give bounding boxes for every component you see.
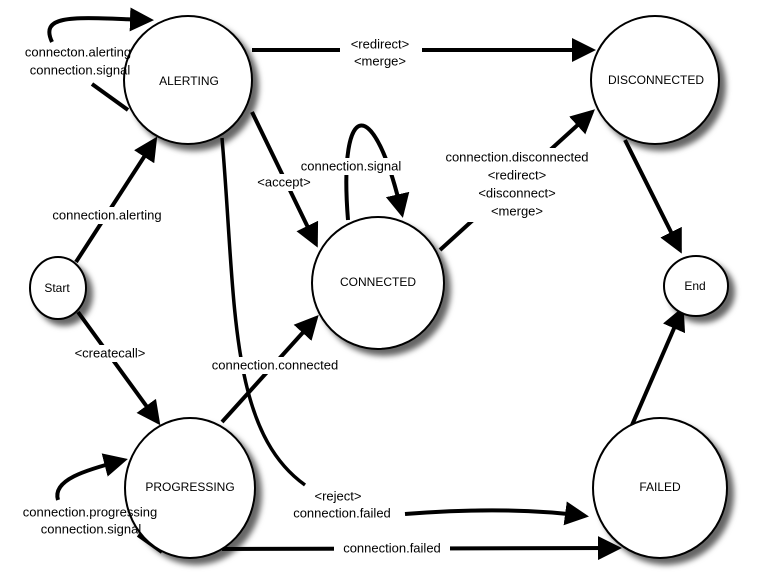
state-progressing[interactable]: PROGRESSING <box>124 417 256 559</box>
state-alerting[interactable]: ALERTING <box>123 15 253 145</box>
edge-alerting-failed <box>220 137 307 487</box>
state-label: PROGRESSING <box>145 480 234 494</box>
label-connected-disconnected-3: <disconnect> <box>478 185 555 200</box>
state-failed[interactable]: FAILED <box>592 417 728 559</box>
edge-alerting-failed-end <box>404 501 589 526</box>
state-label: CONNECTED <box>340 275 416 289</box>
label-connected-disconnected-2: <redirect> <box>488 167 547 182</box>
label-alerting-failed-2: connection.failed <box>293 505 391 520</box>
state-label: ALERTING <box>159 74 219 88</box>
label-progressing-self-1: connection.progressing <box>23 504 157 519</box>
state-label: DISCONNECTED <box>608 73 704 87</box>
state-label: Start <box>44 281 70 295</box>
label-connected-self: connection.signal <box>301 158 402 173</box>
state-label: End <box>684 279 705 293</box>
label-start-progressing: <createcall> <box>75 345 146 360</box>
label-start-alerting: connection.alerting <box>52 207 161 222</box>
label-progressing-self-2: connection.signal <box>41 521 142 536</box>
label-connected-disconnected-1: connection.disconnected <box>445 149 588 164</box>
edge-start-alerting <box>74 136 158 264</box>
edge-alerting-self-loop-tail <box>90 82 130 112</box>
label-progressing-connected: connection.connected <box>212 357 338 372</box>
label-alerting-disconnected-2: <merge> <box>354 53 406 68</box>
edge-progressing-self-loop <box>55 453 128 501</box>
label-alerting-self-1: connecton.alerting <box>25 44 131 59</box>
label-connected-disconnected-4: <merge> <box>491 203 543 218</box>
state-end[interactable]: End <box>663 255 729 317</box>
edge-failed-end <box>630 306 686 426</box>
edge-alerting-self-loop <box>47 7 154 43</box>
edge-start-progressing <box>76 310 161 426</box>
state-label: FAILED <box>639 480 681 494</box>
label-alerting-self-2: connection.signal <box>30 62 131 77</box>
state-start[interactable]: Start <box>29 256 87 320</box>
edge-labels: connection.alerting connecton.alerting c… <box>23 36 602 557</box>
edge-disconnected-end <box>623 139 682 254</box>
state-connected[interactable]: CONNECTED <box>311 216 445 350</box>
label-alerting-failed-1: <reject> <box>315 488 362 503</box>
label-alerting-connected: <accept> <box>257 174 311 189</box>
label-progressing-failed: connection.failed <box>343 540 441 555</box>
state-disconnected[interactable]: DISCONNECTED <box>590 15 720 145</box>
label-alerting-disconnected-1: <redirect> <box>351 36 410 51</box>
